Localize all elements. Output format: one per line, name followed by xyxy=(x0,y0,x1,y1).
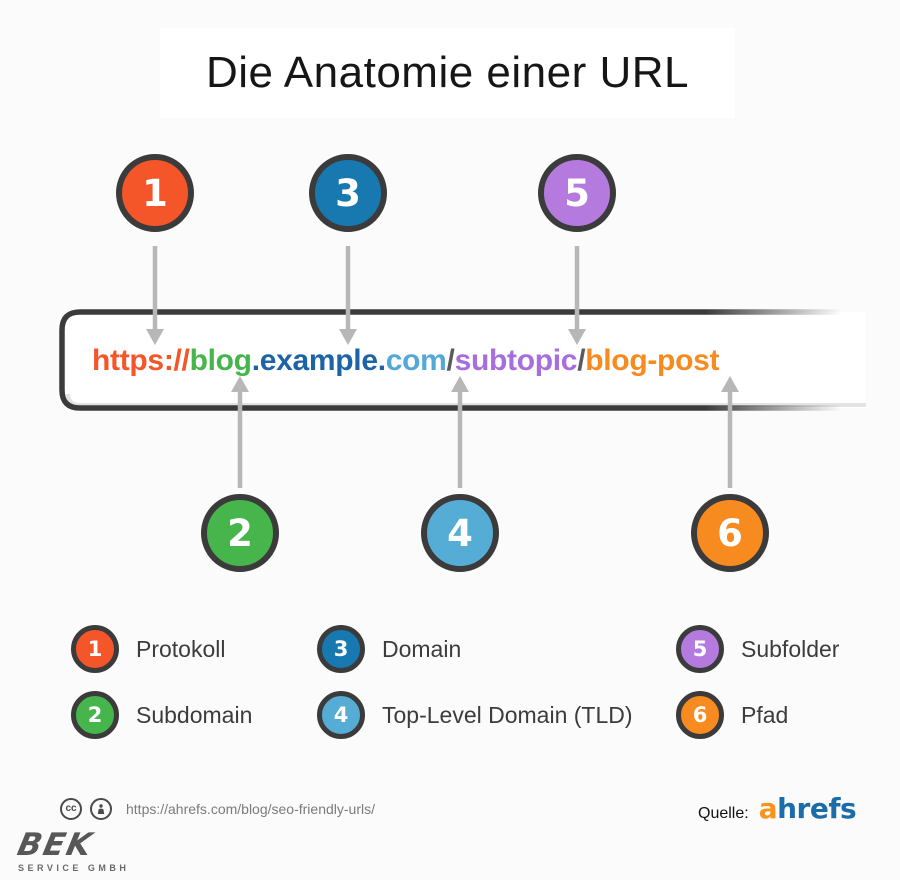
cc-icon: cc xyxy=(60,798,82,820)
arrow-path xyxy=(721,376,739,488)
marker-circle-6: 6 xyxy=(691,494,769,572)
legend-circle-2: 2 xyxy=(71,691,119,739)
legend-number: 6 xyxy=(692,702,708,727)
url-segment-separator1: / xyxy=(446,344,455,377)
legend-number: 2 xyxy=(87,702,103,727)
url-segment-path: blog-post xyxy=(585,344,720,377)
url-segment-separator2: / xyxy=(577,344,586,377)
legend-label: Subfolder xyxy=(741,635,840,662)
url-segment-subdomain: blog xyxy=(189,344,252,377)
marker-circle-3: 3 xyxy=(309,154,387,232)
legend-number: 4 xyxy=(333,702,349,727)
legend-item-domain: 3 Domain xyxy=(317,625,461,673)
url-text: https://blog.example.com/subtopic/blog-p… xyxy=(92,344,719,378)
legend-label: Protokoll xyxy=(136,635,226,662)
arrow-tld xyxy=(451,376,469,488)
legend-circle-1: 1 xyxy=(71,625,119,673)
title-panel: Die Anatomie einer URL xyxy=(160,28,735,118)
bek-logo-word: BEK xyxy=(14,827,97,863)
arrow-subfolder xyxy=(568,246,586,345)
legend-item-subfolder: 5 Subfolder xyxy=(676,625,839,673)
marker-number: 2 xyxy=(227,511,253,555)
marker-number: 5 xyxy=(564,171,590,215)
url-segment-tld: com xyxy=(385,344,447,377)
legend-label: Domain xyxy=(382,635,462,662)
legend-label: Subdomain xyxy=(136,701,253,728)
ahrefs-logo-a: a xyxy=(758,792,778,825)
marker-circle-5: 5 xyxy=(538,154,616,232)
license-url: https://ahrefs.com/blog/seo-friendly-url… xyxy=(126,801,375,817)
url-segment-domain: .example. xyxy=(251,344,386,377)
page-title: Die Anatomie einer URL xyxy=(205,48,689,97)
legend-item-pfad: 6 Pfad xyxy=(676,691,788,739)
legend-number: 5 xyxy=(692,636,708,661)
url-bar xyxy=(59,309,866,411)
legend-label: Top-Level Domain (TLD) xyxy=(382,701,633,728)
legend-circle-4: 4 xyxy=(317,691,365,739)
legend-number: 3 xyxy=(333,636,349,661)
license-row: cc https://ahrefs.com/blog/seo-friendly-… xyxy=(60,798,375,820)
attribution-person-icon xyxy=(90,798,112,820)
url-segment-protocol: https:// xyxy=(92,344,190,377)
marker-number: 1 xyxy=(142,171,168,215)
bek-logo-subtitle: SERVICE GMBH xyxy=(18,863,130,873)
bek-logo: BEK SERVICE GMBH xyxy=(14,827,130,873)
legend-circle-6: 6 xyxy=(676,691,724,739)
legend-number: 1 xyxy=(87,636,103,661)
marker-number: 3 xyxy=(335,171,361,215)
source-row: Quelle: ahrefs xyxy=(698,795,857,823)
legend-item-tld: 4 Top-Level Domain (TLD) xyxy=(317,691,633,739)
legend-item-protokoll: 1 Protokoll xyxy=(71,625,225,673)
url-segment-subfolder: subtopic xyxy=(454,344,578,377)
marker-circle-2: 2 xyxy=(201,494,279,572)
source-label: Quelle: xyxy=(698,805,749,822)
legend-circle-3: 3 xyxy=(317,625,365,673)
legend-circle-5: 5 xyxy=(676,625,724,673)
marker-number: 6 xyxy=(717,511,743,555)
arrow-domain xyxy=(339,246,357,345)
marker-circle-4: 4 xyxy=(421,494,499,572)
marker-circle-1: 1 xyxy=(116,154,194,232)
ahrefs-logo-hrefs: hrefs xyxy=(777,792,857,825)
ahrefs-logo: ahrefs xyxy=(759,795,857,823)
arrow-protocol xyxy=(146,246,164,345)
legend-label: Pfad xyxy=(741,701,789,728)
arrow-subdomain xyxy=(231,376,249,488)
marker-number: 4 xyxy=(447,511,473,555)
legend-item-subdomain: 2 Subdomain xyxy=(71,691,252,739)
